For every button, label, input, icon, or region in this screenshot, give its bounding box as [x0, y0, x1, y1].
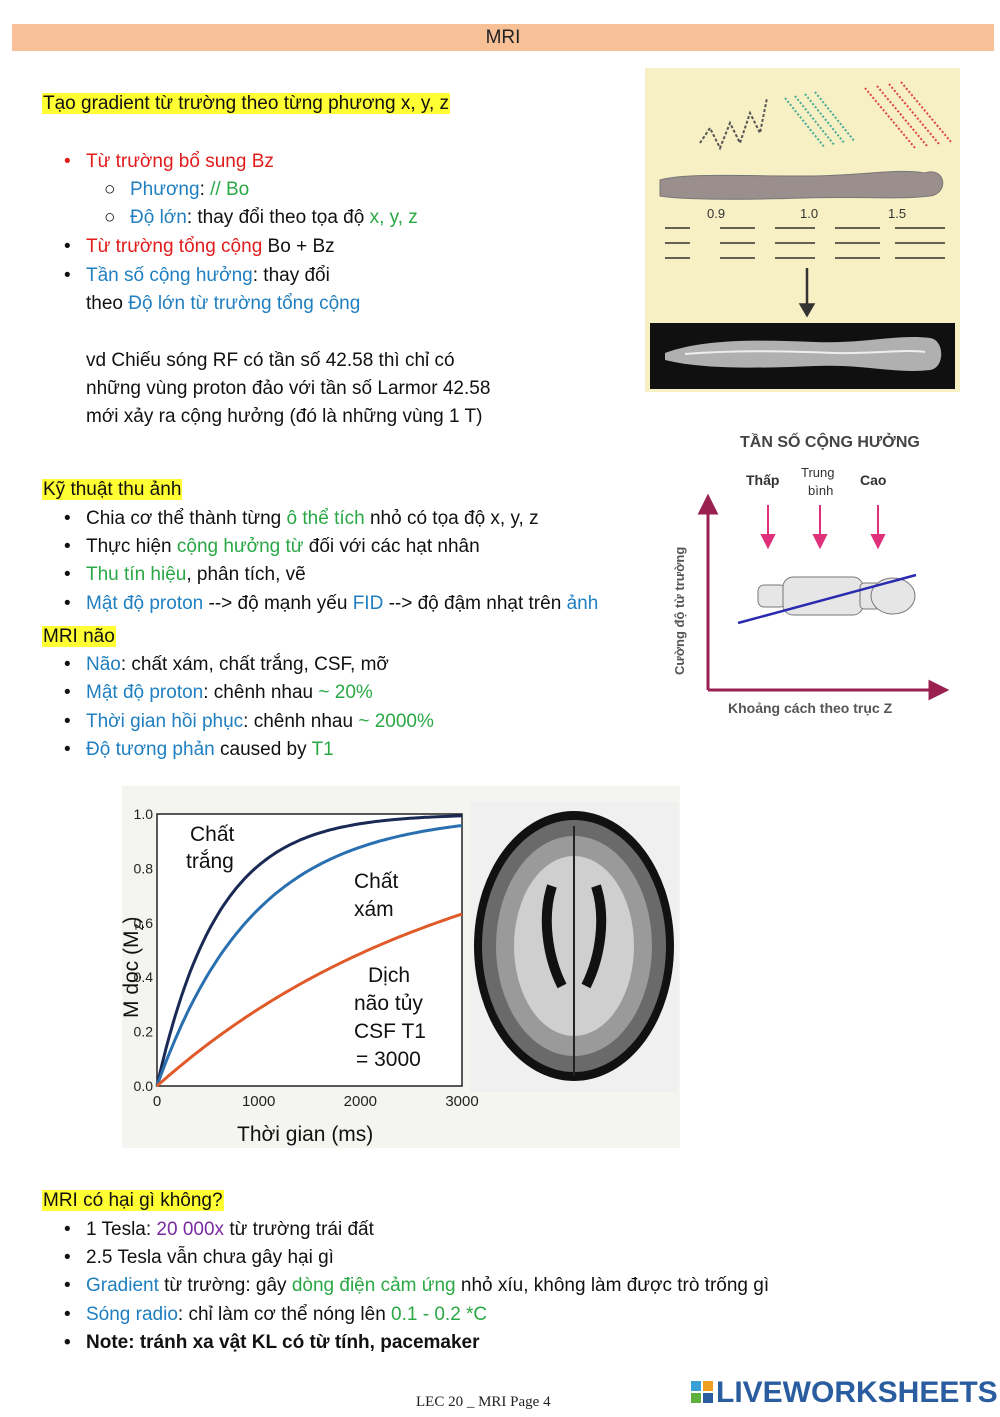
- x-tick-label: 3000: [445, 1093, 478, 1110]
- bullet-icon: •: [64, 739, 71, 760]
- s3-b4: Độ tương phản caused by T1: [86, 739, 334, 760]
- circle-bullet-icon: ○: [104, 207, 116, 228]
- series-label-csf-1: Dịch: [368, 964, 410, 987]
- series-label-white-1: Chất: [190, 823, 235, 846]
- page-footer: LEC 20 _ MRI Page 4: [416, 1394, 551, 1410]
- tick-1-5: 1.5: [888, 206, 906, 221]
- x-axis-label: Thời gian (ms): [237, 1123, 373, 1146]
- series-label-gray-2: xám: [354, 898, 394, 921]
- y-tick-label: 0.2: [134, 1024, 154, 1040]
- s2-b2: Thực hiện cộng hưởng từ đối với các hạt …: [86, 536, 480, 557]
- gradient-figure: 0.9 1.0 1.5: [645, 68, 960, 392]
- bullet-icon: •: [64, 1304, 71, 1325]
- s1-b1: Từ trường bổ sung Bz: [86, 151, 274, 172]
- bullet-icon: •: [64, 593, 71, 614]
- series-label-csf-3: CSF T1: [354, 1020, 426, 1043]
- s3-b2: Mật độ proton: chênh nhau ~ 20%: [86, 682, 373, 703]
- s1-example-l1: vd Chiếu sóng RF có tần số 42.58 thì chỉ…: [86, 350, 455, 371]
- circle-bullet-icon: ○: [104, 179, 116, 200]
- s4-b3: Gradient từ trường: gây dòng điện cảm ứn…: [86, 1275, 770, 1296]
- s2-b3: Thu tín hiệu, phân tích, vẽ: [86, 564, 306, 585]
- s2-b1: Chia cơ thể thành từng ô thể tích nhỏ có…: [86, 508, 539, 529]
- s1-b3: Tần số cộng hưởng: thay đổi: [86, 265, 330, 286]
- resonance-figure: TẦN SỐ CỘNG HƯỞNG Thấp Trung bình Cao Cư…: [668, 425, 968, 725]
- fig2-high: Cao: [860, 472, 886, 488]
- page-header: MRI: [12, 24, 994, 51]
- liveworksheets-logo[interactable]: LIVEWORKSHEETS: [690, 1376, 998, 1410]
- section3-heading: MRI não: [42, 626, 116, 647]
- series-line-2: [155, 912, 463, 1088]
- s4-b5-note: Note: tránh xa vật KL có từ tính, pacema…: [86, 1332, 480, 1353]
- x-tick-label: 1000: [242, 1093, 275, 1110]
- bullet-icon: •: [64, 1247, 71, 1268]
- s1-example-l2: những vùng proton đảo với tần số Larmor …: [86, 378, 491, 399]
- s4-b2: 2.5 Tesla vẫn chưa gây hại gì: [86, 1247, 334, 1268]
- fig2-title: TẦN SỐ CỘNG HƯỞNG: [740, 431, 920, 451]
- series-line-1: [155, 824, 463, 1087]
- s1-b1b: Độ lớn: thay đổi theo tọa độ x, y, z: [130, 207, 418, 228]
- s4-b1: 1 Tesla: 20 000x từ trường trái đất: [86, 1219, 374, 1240]
- bullet-icon: •: [64, 151, 71, 172]
- x-tick-label: 0: [153, 1093, 161, 1110]
- x-tick-label: 2000: [344, 1093, 377, 1110]
- section2-heading: Kỹ thuật thu ảnh: [42, 479, 183, 500]
- bullet-icon: •: [64, 1219, 71, 1240]
- bullet-icon: •: [64, 265, 71, 286]
- bullet-icon: •: [64, 236, 71, 257]
- section1-heading: Tạo gradient từ trường theo từng phương …: [42, 93, 451, 114]
- section4-heading: MRI có hại gì không?: [42, 1190, 224, 1211]
- s2-b4: Mật độ proton --> độ mạnh yếu FID --> độ…: [86, 593, 599, 614]
- series-label-csf-2: não tủy: [354, 992, 423, 1015]
- plot-area: [156, 813, 463, 1087]
- bullet-icon: •: [64, 1332, 71, 1353]
- series-label-csf-4: = 3000: [356, 1048, 421, 1071]
- fig2-xlabel: Khoảng cách theo trục Z: [728, 700, 893, 716]
- s3-b3: Thời gian hồi phục: chênh nhau ~ 2000%: [86, 711, 434, 732]
- fig2-mid1: Trung: [801, 465, 834, 480]
- t1-recovery-chart: 0.0 0.2 0.4 0.6 0.8 1.0 0 1000 2000 3000 M dọc (…: [120, 802, 678, 1146]
- s1-b2: Từ trường tổng cộng Bo + Bz: [86, 236, 335, 257]
- s1-example-l3: mới xảy ra cộng hưởng (đó là những vùng …: [86, 406, 483, 427]
- y-tick-label: 0.8: [134, 860, 154, 876]
- fig2-low: Thấp: [746, 472, 779, 488]
- y-tick-label: 0.4: [134, 969, 154, 985]
- header-title: MRI: [485, 27, 521, 48]
- bullet-icon: •: [64, 1275, 71, 1296]
- y-axis-label: M dọc (Mz): [122, 916, 146, 1018]
- bullet-icon: •: [64, 711, 71, 732]
- bullet-icon: •: [64, 536, 71, 557]
- y-tick-label: 0.0: [134, 1078, 154, 1094]
- liveworksheets-icon: [691, 1381, 713, 1403]
- bullet-icon: •: [64, 564, 71, 585]
- s1-b3-line2: theo Độ lớn từ trường tổng cộng: [86, 293, 361, 314]
- s3-b1: Não: chất xám, chất trắng, CSF, mỡ: [86, 654, 389, 675]
- s1-b1a: Phương: // Bo: [130, 179, 250, 200]
- tick-1-0: 1.0: [800, 206, 818, 221]
- tick-0-9: 0.9: [707, 206, 725, 221]
- series-label-gray-1: Chất: [354, 870, 399, 893]
- t1-chart-panel: 0.0 0.2 0.4 0.6 0.8 1.0 0 1000 2000 3000 M dọc (…: [120, 786, 680, 1148]
- s4-b4: Sóng radio: chỉ làm cơ thể nóng lên 0.1 …: [86, 1304, 488, 1325]
- series-line-0: [155, 814, 463, 1087]
- bullet-icon: •: [64, 508, 71, 529]
- bullet-icon: •: [64, 682, 71, 703]
- fig2-ylabel: Cường độ từ trường: [672, 547, 687, 675]
- gradient-illustration: 0.9 1.0 1.5: [650, 81, 955, 389]
- y-tick-label: 0.6: [134, 915, 154, 931]
- y-tick-label: 1.0: [134, 806, 154, 822]
- fig2-mid2: bình: [808, 483, 833, 498]
- bullet-icon: •: [64, 654, 71, 675]
- series-label-white-2: trắng: [186, 850, 234, 873]
